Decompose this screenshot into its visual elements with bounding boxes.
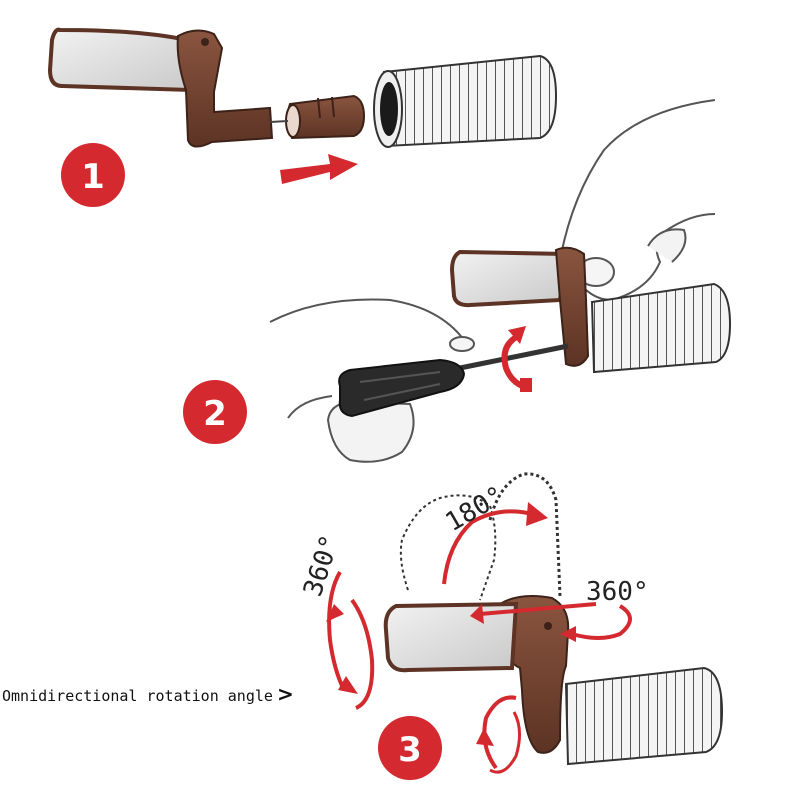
rotation-caption-text: Omnidirectional rotation angle <box>2 687 273 705</box>
mirror-arm <box>176 29 274 148</box>
handlebar-grip <box>590 282 732 374</box>
caption-arrow-icon: > <box>276 682 294 706</box>
step-2-badge <box>183 380 247 444</box>
rotate-arrow-right <box>571 604 632 640</box>
rotation-caption: Omnidirectional rotation angle> <box>2 682 294 706</box>
step-2-number: 2 <box>203 394 227 434</box>
angle-label-left: 360° <box>298 531 346 600</box>
step-1-number: 1 <box>81 157 105 197</box>
tighten-arrow <box>501 333 529 391</box>
angle-label-top: 180° <box>441 481 510 538</box>
rotate-arrow-top <box>442 509 533 585</box>
mirror-glass <box>449 249 569 308</box>
mirror-arm <box>554 246 590 367</box>
screwdriver-shaft <box>459 343 569 371</box>
step-3-number: 3 <box>398 730 422 770</box>
handlebar-grip <box>382 54 558 148</box>
ghost-position-left <box>399 494 497 601</box>
step-1-illustration <box>47 27 558 184</box>
rotate-arrow-bottom <box>482 695 517 770</box>
angle-label-right: 360° <box>586 577 649 607</box>
step-1-badge <box>61 143 125 207</box>
step-2-illustration <box>269 99 732 463</box>
step-3-badge <box>378 716 442 780</box>
insert-arrow <box>280 154 358 184</box>
step-3-illustration <box>326 472 724 774</box>
mirror-glass <box>47 27 198 93</box>
handlebar-grip <box>564 666 724 766</box>
mirror-arm <box>498 595 570 754</box>
left-hand <box>269 298 465 419</box>
rotate-arrow-left <box>350 598 375 710</box>
screwdriver-handle <box>338 358 466 418</box>
